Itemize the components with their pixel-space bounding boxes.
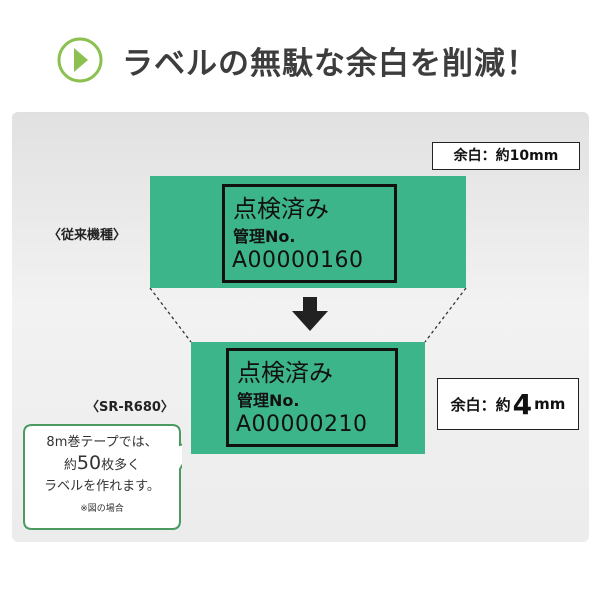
old-label-code: A00000160 [232,248,364,273]
new-label-subtitle: 管理No. [237,391,300,410]
old-tape [150,176,466,288]
new-label-title: 点検済み [237,359,333,387]
header: ラベルの無駄な余白を削減！ [0,0,600,110]
bubble-line-2-prefix: 約 [63,458,77,473]
page-title: ラベルの無駄な余白を削減！ [122,46,538,82]
bubble-line-2: 約50枚多く [22,453,182,476]
old-margin-badge: 余白：約10mm [432,142,580,170]
new-margin-badge: 余白：約 4 mm [437,378,579,430]
arrow-down-icon [292,297,328,331]
old-model-label: 〈従来機種〉 [48,228,127,243]
bubble-line-1: 8m巻テープでは、 [46,435,158,450]
old-label-title: 点検済み [233,195,329,223]
new-model-label: 〈SR-R680〉 [86,400,174,415]
bubble-line-2-number: 50 [76,452,102,474]
old-label-subtitle: 管理No. [233,227,296,246]
new-margin-value: 4 [512,387,533,421]
new-margin-prefix: 余白：約 [450,395,511,414]
bubble-note: ※図の場合 [80,504,124,514]
new-tape [191,342,425,454]
chevron-right-icon [57,37,103,83]
new-margin-unit: mm [534,395,566,413]
bubble-line-3: ラベルを作れます。 [44,479,160,494]
speech-bubble [23,424,182,530]
bubble-line-2-suffix: 枚多く [101,458,141,473]
old-label: 点検済み 管理No. A00000160 [222,184,397,283]
bubble-text: 8m巻テープでは、 約50枚多く ラベルを作れます。 [22,432,182,497]
new-label: 点検済み 管理No. A00000210 [226,348,398,447]
new-label-code: A00000210 [236,412,368,437]
